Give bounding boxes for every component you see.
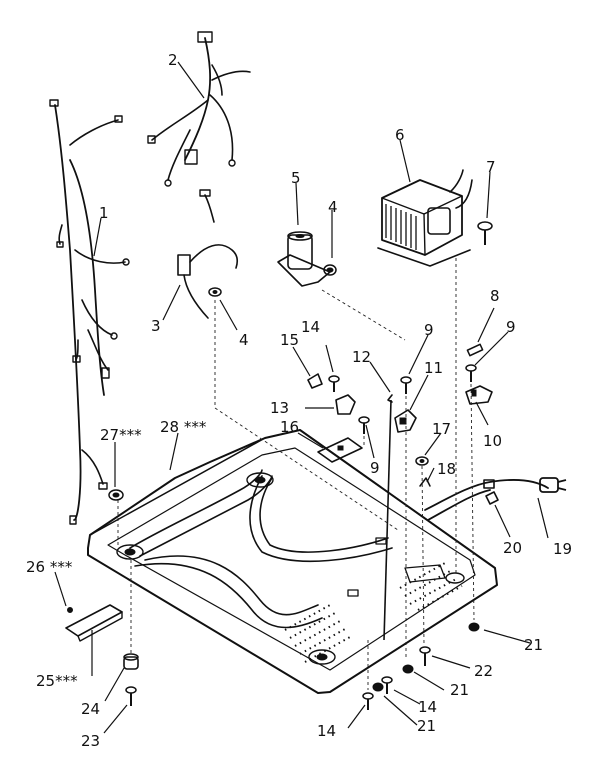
parts-23-27 (65, 489, 139, 706)
callout-4-right: 4 (328, 198, 338, 216)
callout-16: 16 (280, 418, 299, 436)
part-7-screw (477, 221, 493, 245)
callout-3: 3 (151, 317, 161, 335)
wire-harness-1 (49, 99, 130, 525)
callout-9-upper: 9 (424, 321, 434, 339)
assembly-guide-lines (117, 258, 475, 690)
callout-22: 22 (474, 662, 493, 680)
callout-labels: 1 2 3 4 4 5 6 7 8 9 9 9 10 11 12 13 14 1… (26, 51, 572, 750)
part-4-grommets (208, 264, 337, 297)
callout-21-middle: 21 (450, 681, 469, 699)
callout-18: 18 (437, 460, 456, 478)
part-3-cord (177, 244, 238, 319)
callout-20: 20 (503, 539, 522, 557)
part-11-switch (394, 409, 417, 433)
wire-harness-2 (147, 31, 251, 223)
callout-21-right: 21 (524, 636, 543, 654)
callout-13: 13 (270, 399, 289, 417)
parts-17-18 (415, 456, 431, 487)
callout-26: 26 *** (26, 558, 73, 576)
base-plate (87, 429, 498, 694)
callout-14-bottom-right: 14 (418, 698, 437, 716)
feet-21-screws (362, 622, 480, 710)
callout-10: 10 (483, 432, 502, 450)
callout-7: 7 (486, 158, 496, 176)
callout-11: 11 (424, 359, 443, 377)
callout-15: 15 (280, 331, 299, 349)
callout-23: 23 (81, 732, 100, 750)
leader-lines (54, 61, 549, 734)
callout-12: 12 (352, 348, 371, 366)
callout-4-left: 4 (239, 331, 249, 349)
callout-17: 17 (432, 420, 451, 438)
part-8-fuse (466, 343, 484, 357)
callout-1: 1 (99, 204, 109, 222)
callout-6: 6 (395, 126, 405, 144)
callout-19: 19 (553, 540, 572, 558)
parts-13-15-16 (307, 373, 363, 463)
callout-27: 27*** (100, 426, 142, 444)
callout-9-right: 9 (506, 318, 516, 336)
callout-9-lower: 9 (370, 459, 380, 477)
callout-25: 25*** (36, 672, 78, 690)
part-5-capacitor (277, 231, 331, 287)
part-9-screws (358, 364, 477, 434)
part-12-rod (383, 394, 393, 641)
callout-14-top: 14 (301, 318, 320, 336)
callout-28: 28 *** (160, 418, 207, 436)
callout-21-bottom: 21 (417, 717, 436, 735)
power-cord-19 (424, 477, 567, 521)
callout-24: 24 (81, 700, 100, 718)
part-10-bracket (465, 385, 493, 405)
callout-8: 8 (490, 287, 500, 305)
callout-14-bottom-left: 14 (317, 722, 336, 740)
callout-2: 2 (168, 51, 178, 69)
part-6-transformer (377, 169, 473, 267)
callout-5: 5 (291, 169, 301, 187)
